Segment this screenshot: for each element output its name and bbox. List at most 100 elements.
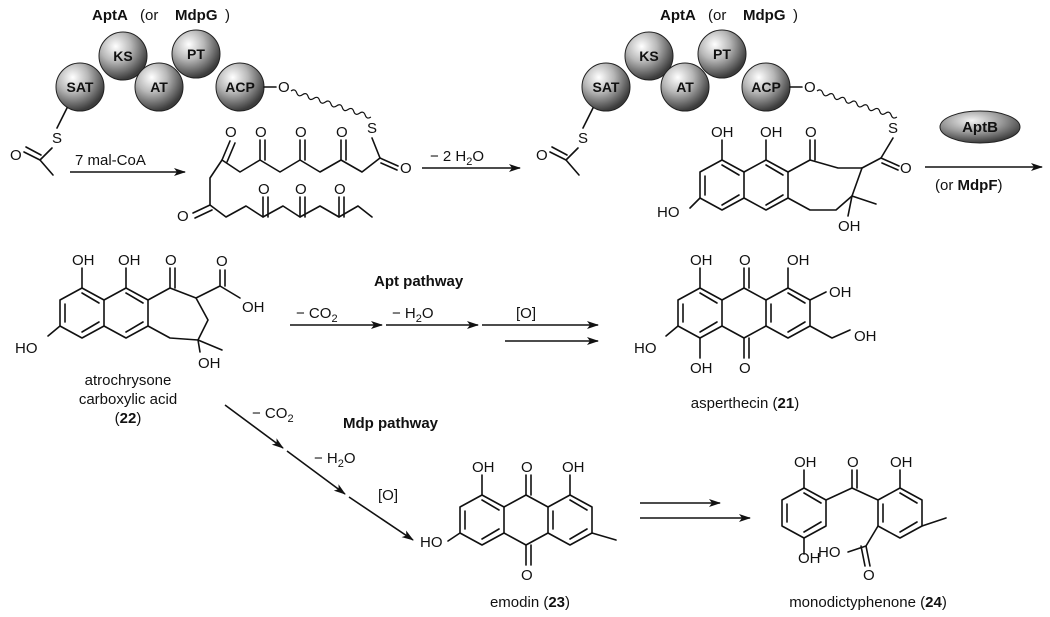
domain-ks-sphere	[98, 31, 148, 81]
compound-24: OH OH O OH HO O monodictyphenone (24)	[781, 454, 947, 611]
atom-o: O	[216, 253, 228, 270]
atom-o: O	[739, 252, 751, 269]
domain-ks-label: KS	[113, 48, 132, 64]
atom-o: O	[278, 79, 290, 96]
domain-sat-label: SAT	[593, 79, 620, 95]
domain-acp-label: ACP	[751, 79, 781, 95]
compound-22-name-line2: carboxylic acid	[79, 391, 177, 408]
mdp-pathway-label: Mdp pathway	[343, 415, 439, 432]
compound-22-name-line1: atrochrysone	[85, 372, 172, 389]
apt-pathway-label: Apt pathway	[374, 273, 464, 290]
compound-23-label: emodin (23)	[490, 594, 570, 611]
pks-enzyme-left: AptA (or MdpG ) KS PT SAT AT ACP S O O S…	[10, 7, 412, 225]
atom-o: O	[521, 459, 533, 476]
atom-o: O	[165, 252, 177, 269]
domain-at-sphere	[660, 62, 710, 112]
atom-o: O	[255, 124, 267, 141]
atom-oh: OH	[787, 252, 810, 269]
atom-o: O	[400, 160, 412, 177]
atom-oh: OH	[794, 454, 817, 471]
atom-oh: OH	[690, 252, 713, 269]
atom-oh: OH	[472, 459, 495, 476]
atom-o: O	[900, 160, 912, 177]
atom-o: O	[804, 79, 816, 96]
domain-acp-label: ACP	[225, 79, 255, 95]
atom-ho: HO	[420, 534, 443, 551]
compound-24-label: monodictyphenone (24)	[789, 594, 947, 611]
atom-oh: OH	[760, 124, 783, 141]
mdp-decarboxylation-label: − CO2	[252, 405, 294, 425]
enzyme-alt: MdpG	[743, 7, 786, 24]
enzyme-alt-prefix: (or	[708, 7, 726, 24]
atom-s: S	[52, 130, 62, 147]
mdp-oxidation-arrow	[348, 496, 414, 541]
apt-oxidation-label: [O]	[516, 305, 536, 322]
domain-at-label: AT	[150, 79, 168, 95]
atom-oh: OH	[890, 454, 913, 471]
compound-22-number: (22)	[115, 410, 142, 427]
enzyme-alt-suffix: )	[793, 7, 798, 24]
enzyme-name: AptA	[92, 7, 128, 24]
thioesterase-alt: (or MdpF)	[935, 177, 1002, 194]
atom-o: O	[536, 147, 548, 164]
step-dehydration2-label: − 2 H2O	[430, 148, 484, 168]
step-cyclization: − 2 H2O	[422, 148, 521, 172]
compound-21-label: asperthecin (21)	[691, 395, 799, 412]
mdp-decarboxylation-arrow	[224, 404, 284, 449]
atom-o: O	[863, 567, 875, 584]
atom-o: O	[258, 181, 270, 198]
aptb-enzyme-shape	[939, 110, 1021, 144]
atom-oh: OH	[72, 252, 95, 269]
atom-s: S	[888, 120, 898, 137]
atom-o: O	[295, 124, 307, 141]
domain-sat-sphere	[55, 62, 105, 112]
atom-o: O	[847, 454, 859, 471]
apt-pathway: Apt pathway − CO2 − H2O [O]	[290, 273, 599, 345]
domain-pt-label: PT	[713, 46, 731, 62]
atom-oh: OH	[690, 360, 713, 377]
apt-decarboxylation-label: − CO2	[296, 305, 338, 325]
atom-o: O	[225, 124, 237, 141]
atom-o: O	[295, 181, 307, 198]
atom-ho: HO	[15, 340, 38, 357]
atom-oh: OH	[854, 328, 877, 345]
step-thioesterase: AptB (or MdpF)	[925, 110, 1043, 194]
atom-ho: HO	[818, 544, 841, 561]
atom-o: O	[521, 567, 533, 584]
pks-enzyme-right: AptA (or MdpG ) KS PT SAT AT ACP S O O S…	[536, 7, 912, 235]
domain-pt-sphere	[697, 29, 747, 79]
compound-21: O O OH OH OH OH HO OH asperthecin (21)	[634, 252, 877, 412]
enzyme-name: AptA	[660, 7, 696, 24]
atom-o: O	[177, 208, 189, 225]
atom-ho: HO	[657, 204, 680, 221]
atom-oh: OH	[829, 284, 852, 301]
mdp-dehydration-label: − H2O	[314, 450, 356, 470]
mdp-oxidation-label: [O]	[378, 487, 398, 504]
thioesterase-name: AptB	[962, 119, 998, 136]
atom-o: O	[10, 147, 22, 164]
atom-s: S	[367, 120, 377, 137]
compound-22: O OH OH HO O OH OH atrochrysone carboxyl…	[15, 252, 265, 427]
atom-oh: OH	[118, 252, 141, 269]
apt-dehydration-label: − H2O	[392, 305, 434, 325]
atom-oh: OH	[242, 299, 265, 316]
atom-s: S	[578, 130, 588, 147]
enzyme-alt-prefix: (or	[140, 7, 158, 24]
atom-oh: OH	[562, 459, 585, 476]
enzyme-alt: MdpG	[175, 7, 218, 24]
domain-ks-sphere	[624, 31, 674, 81]
domain-sat-sphere	[581, 62, 631, 112]
step-malonyl-label: 7 mal-CoA	[75, 152, 146, 169]
step-to-monodictyphenone	[640, 499, 751, 522]
enzyme-alt-suffix: )	[225, 7, 230, 24]
compound-23: O O OH OH HO emodin (23)	[420, 459, 617, 611]
mdp-pathway: Mdp pathway − CO2 − H2O [O]	[224, 404, 439, 541]
domain-pt-sphere	[171, 29, 221, 79]
atom-oh: OH	[838, 218, 861, 235]
atom-oh: OH	[798, 550, 821, 567]
atom-ho: HO	[634, 340, 657, 357]
atom-o: O	[805, 124, 817, 141]
domain-at-sphere	[134, 62, 184, 112]
atom-o: O	[334, 181, 346, 198]
